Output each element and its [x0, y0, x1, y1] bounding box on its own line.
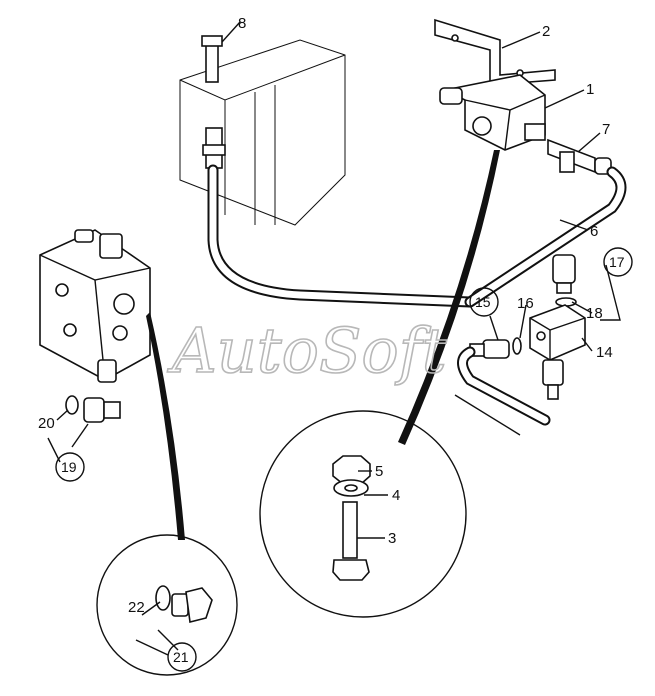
callout-14: 14 [596, 344, 613, 361]
block-14 [529, 304, 586, 400]
detail-leaders [146, 150, 500, 540]
o-ring-16 [512, 337, 522, 355]
callout-5: 5 [375, 463, 383, 480]
callout-1: 1 [586, 81, 594, 98]
callout-22: 22 [128, 599, 145, 616]
callout-21: 21 [173, 649, 189, 665]
fitting-17 [552, 254, 576, 294]
callout-leaders [47, 21, 621, 656]
bracket-2 [434, 18, 556, 86]
tank-block [179, 39, 346, 226]
callout-20: 20 [38, 415, 55, 432]
valve-block-1 [439, 74, 546, 151]
callout-8: 8 [238, 15, 246, 32]
callout-19: 19 [61, 459, 77, 475]
callout-17: 17 [609, 254, 625, 270]
detail-circle-bolt [259, 410, 467, 618]
fitting-8 [201, 35, 226, 169]
return-pipes [454, 346, 551, 436]
callout-18: 18 [586, 305, 603, 322]
callout-15: 15 [475, 294, 491, 310]
watermark-text: AutoSoft [167, 314, 447, 387]
callout-4: 4 [392, 487, 400, 504]
callout-7: 7 [602, 121, 610, 138]
control-valve [39, 229, 151, 383]
callout-6: 6 [590, 223, 598, 240]
callout-3: 3 [388, 530, 396, 547]
hose-6 [464, 166, 627, 308]
fitting-19 [83, 397, 121, 423]
callout-16: 16 [517, 295, 534, 312]
o-ring-20 [65, 395, 79, 415]
circled-callouts [55, 247, 633, 672]
fitting-15 [469, 339, 510, 359]
hose-main [207, 164, 476, 308]
callout-2: 2 [542, 23, 550, 40]
detail-circle-plug [96, 534, 238, 676]
tee-fitting-7 [547, 138, 612, 175]
